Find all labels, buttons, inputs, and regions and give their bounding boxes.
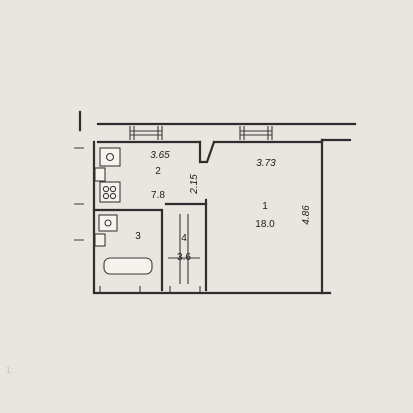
door-bottom-kitchen	[99, 286, 141, 292]
wall-center-upper	[198, 140, 216, 164]
bath-basin	[98, 214, 118, 232]
room-2-depth-dimension: 2.15	[189, 174, 200, 194]
kitchen-sink	[99, 147, 121, 167]
room-1-depth-dimension: 4.86	[301, 205, 312, 225]
wc-riser	[168, 214, 200, 284]
room-4-area: 3.6	[177, 252, 191, 263]
kitchen-sink-drain	[105, 152, 115, 162]
stove-burner-2	[109, 185, 117, 193]
stove-burner-3	[102, 192, 110, 200]
kitchen-counter	[94, 167, 106, 182]
room-1-width-dimension: 3.73	[256, 158, 276, 169]
room-4-number: 4	[181, 233, 187, 244]
window-room1	[239, 126, 273, 140]
bath-cabinet	[94, 233, 106, 247]
window-kitchen	[129, 126, 163, 140]
bathtub	[103, 257, 153, 275]
wall-stub-left-1	[74, 147, 84, 241]
room-2-number: 2	[155, 166, 161, 177]
stove-burner-4	[109, 192, 117, 200]
room-1-area: 18.0	[255, 219, 275, 230]
bath-basin-drain	[104, 219, 112, 227]
room-2-width-dimension: 3.65	[150, 150, 170, 161]
room-1-number: 1	[262, 201, 268, 212]
kitchen-stove	[99, 181, 121, 203]
room-2-area: 7.8	[151, 190, 165, 201]
door-bottom-wc	[169, 286, 201, 292]
stove-burner-1	[102, 185, 110, 193]
faint-scale-note: 1:	[6, 365, 14, 375]
room-3-number: 3	[135, 231, 141, 242]
